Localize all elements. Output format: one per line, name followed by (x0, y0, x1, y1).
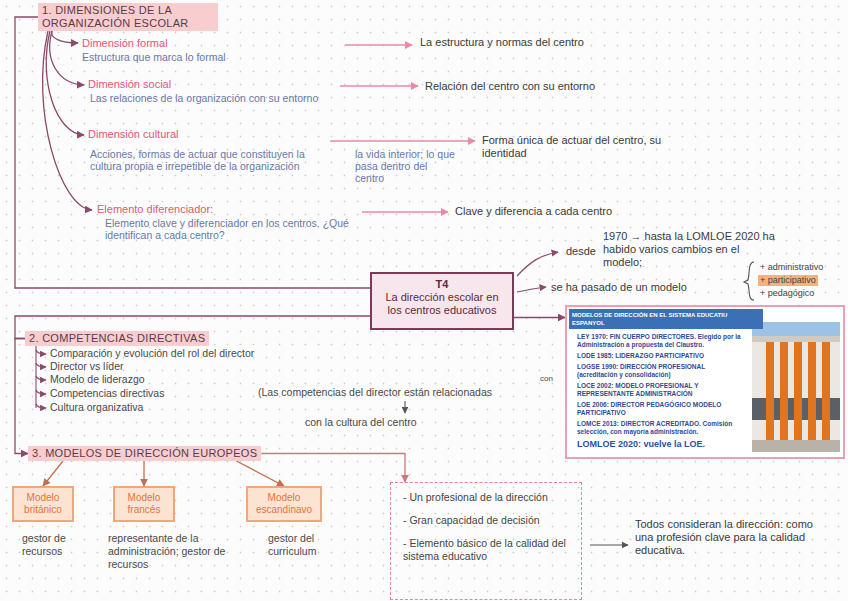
features-box: - Un profesional de la dirección - Gran c… (390, 482, 582, 600)
ground (752, 440, 840, 452)
arrow (362, 211, 448, 212)
text-label: Comparación y evolución del rol del dire… (50, 347, 254, 360)
topic-box: T4La dirección escolar en los centros ed… (370, 272, 514, 330)
text-label: desde (566, 245, 596, 258)
text-label: Clave y diferencia a cada centro (455, 205, 612, 218)
curved-arrow (517, 287, 546, 292)
text-label: 1970 → hasta la LOMLOE 2020 ha habido va… (603, 230, 781, 269)
arrow (340, 85, 418, 86)
section-heading: 3. MODELOS DE DIRECCIÓN EUROPEOS (28, 446, 261, 461)
text-label: + pedagógico (758, 288, 816, 299)
text-label: Dimensión formal (82, 37, 168, 50)
bullet-tick (36, 363, 46, 367)
brace (744, 262, 754, 300)
roof (752, 336, 840, 342)
node-text: LOMCE 2013: DIRECTOR ACREDITADO. Comisió… (577, 420, 747, 436)
connector (15, 17, 370, 288)
arrow (590, 544, 628, 545)
node-text: Modelo escandinavo (251, 492, 317, 516)
text-label: se ha pasado de un modelo (551, 281, 687, 294)
node-text: LEY 1970: FIN CUERPO DIRECTORES. Elegido… (577, 333, 747, 349)
text-label: representante de la administración; gest… (108, 532, 243, 571)
text-label: Estructura que marca lo formal (82, 51, 226, 63)
text-label: Cultura organizativa (50, 401, 143, 414)
text-label: la vida interior; lo que pasa dentro del… (355, 148, 455, 184)
node-text: LOCE 2002: MODELO PROFESIONAL Y REPRESEN… (577, 382, 747, 398)
node-text: 3. MODELOS DE DIRECCIÓN EUROPEOS (32, 447, 257, 460)
model-box: Modelo británico (12, 486, 74, 522)
text-label: gestor del curriculum (268, 532, 338, 558)
node-text: LOGSE 1990: DIRECCIÓN PROFESIONAL (acred… (577, 363, 747, 379)
image-panel: MODELOS DE DIRECCIÓN EN EL SISTEMA EDUCA… (565, 305, 845, 459)
fin (766, 342, 774, 440)
text-label: Forma única de actuar del centro, su ide… (482, 134, 682, 160)
text-label: con (540, 374, 553, 384)
arrow (404, 401, 405, 413)
section-heading: 2. COMPETENCIAS DIRECTIVAS (25, 331, 209, 346)
connector (143, 461, 144, 486)
text-label: Modelo de liderazgo (50, 373, 145, 386)
node-text: LODE 1985: LIDERAZGO PARTICIPATIVO (577, 352, 747, 360)
connector (15, 339, 28, 454)
text-label: Competencias directivas (50, 387, 164, 400)
node-text: Modelo británico (17, 492, 69, 516)
node-text: - Un profesional de la dirección (403, 491, 569, 504)
text-label: con la cultura del centro (305, 416, 416, 429)
node-text: LOMLOE 2020: vuelve la LOE. (577, 439, 747, 450)
fin (794, 342, 802, 440)
text-label: Elemento clave y diferenciador en los ce… (105, 217, 355, 241)
text-label: Las relaciones de la organización con su… (90, 92, 330, 104)
curved-arrow (50, 31, 84, 85)
fin (780, 342, 788, 440)
text-label: Dimensión cultural (88, 128, 178, 141)
text-label: Elemento diferenciador: (97, 203, 213, 216)
fin (822, 342, 830, 440)
bullet-tick (36, 404, 46, 408)
text-label: Acciones, formas de actuar que constituy… (90, 148, 315, 172)
connector (43, 461, 63, 486)
node-text: 1. DIMENSIONES DE LA ORGANIZACIÓN ESCOLA… (42, 4, 214, 30)
arrow (330, 140, 475, 141)
node-text: 2. COMPETENCIAS DIRECTIVAS (29, 332, 205, 345)
connector (261, 454, 405, 483)
bullet-tick (36, 390, 46, 394)
node-text: - Elemento básico de la calidad del sist… (403, 537, 569, 563)
curved-arrow (517, 252, 558, 276)
text-label: Dimensión social (88, 78, 171, 91)
node-text: T4 (378, 278, 506, 291)
text-label: + administrativo (758, 262, 825, 273)
pink-arrows (330, 45, 475, 212)
node-text: La dirección escolar en los centros educ… (378, 291, 506, 317)
arrow (345, 44, 412, 45)
text-label: La estructura y normas del centro (420, 36, 595, 49)
node-text: MODELOS DE DIRECCIÓN EN EL SISTEMA EDUCA… (569, 309, 763, 329)
text-label: + participativo (758, 275, 818, 286)
text-label: Relación del centro con su entorno (425, 80, 595, 93)
section-heading: 1. DIMENSIONES DE LA ORGANIZACIÓN ESCOLA… (38, 3, 218, 31)
node-text: LOE 2006: DIRECTOR PEDAGÓGICO MODELO PAR… (577, 401, 747, 417)
node-text: - Gran capacidad de decisión (403, 514, 569, 527)
panel-ground (565, 305, 845, 459)
model-box: Modelo escandinavo (246, 486, 322, 522)
text-label: gestor de recursos (22, 532, 90, 558)
connector (236, 461, 284, 486)
text-label: Director vs líder (50, 360, 124, 373)
wall (752, 342, 840, 440)
sky (752, 322, 840, 452)
curved-arrow (52, 31, 78, 43)
bullet-bracket (36, 346, 46, 408)
bullet-tick (36, 350, 46, 354)
curved-arrow (46, 31, 84, 135)
node-text: Modelo francés (118, 492, 170, 516)
building-photo (752, 322, 840, 452)
model-box: Modelo francés (113, 486, 175, 522)
fin (808, 342, 816, 440)
text-label: Todos consideran la dirección: como una … (635, 518, 813, 557)
bullet-tick (36, 376, 46, 380)
connector (514, 317, 565, 318)
text-label: (Las competencias del director están rel… (258, 386, 492, 399)
